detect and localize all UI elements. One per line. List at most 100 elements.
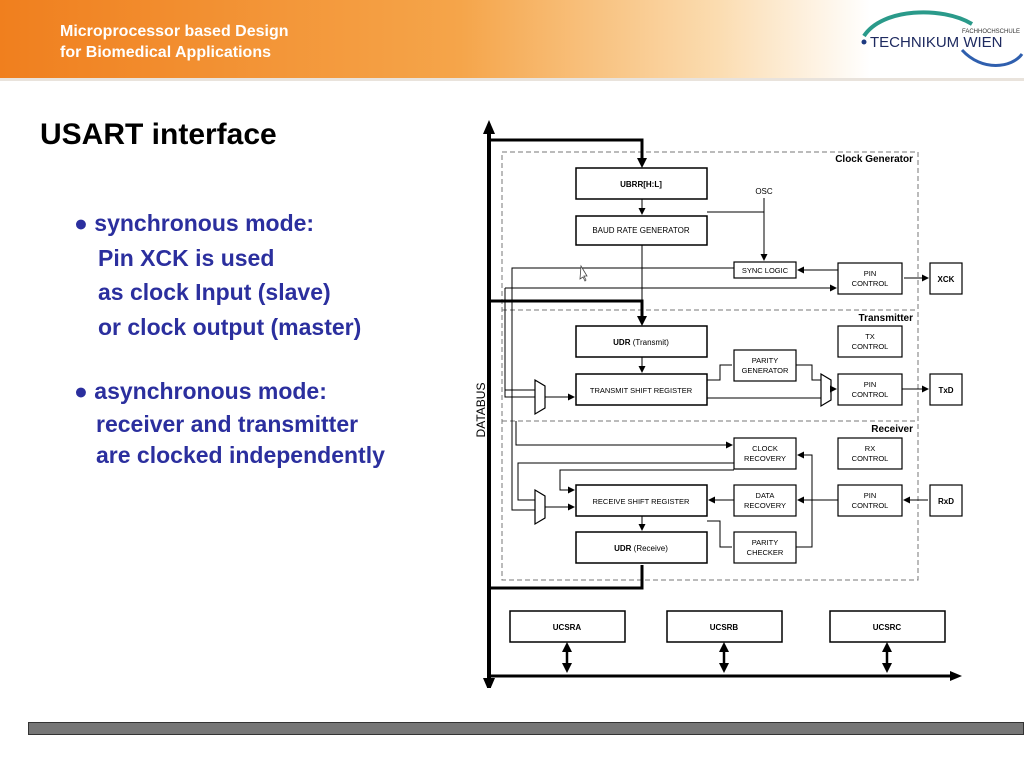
ucsra-block [509, 610, 626, 643]
clock-generator-label: Clock Generator [835, 154, 913, 165]
sync-logic-label: SYNC LOGIC [742, 266, 789, 275]
receive-shift-register-label: RECEIVE SHIFT REGISTER [593, 497, 691, 506]
rx-clock-mux [534, 488, 546, 526]
recovery-to-rx-mux-wire [517, 462, 734, 501]
udr-receive-bold: UDR [614, 544, 632, 553]
bullet-sync-line: Pin XCK is used [98, 244, 275, 271]
ucsra-label: UCSRA [553, 623, 582, 632]
pin-control-txd-block [837, 373, 903, 406]
pin-control-xck-label2: CONTROL [852, 279, 889, 288]
header-separator [0, 78, 1024, 81]
rxd-pin-label: RxD [938, 497, 954, 506]
pin-control-txd-label1: PIN [864, 380, 877, 389]
clock-recovery-label2: RECOVERY [744, 454, 786, 463]
clock-recovery-block [733, 437, 797, 470]
course-title-line2: for Biomedical Applications [60, 44, 271, 61]
bullet-async-line: are clocked independently [96, 441, 385, 468]
ucsrc-bus-arrows [882, 642, 892, 673]
clock-to-tx-mux-wire [504, 288, 522, 398]
parity-to-mux-wire [796, 364, 821, 381]
ucsrb-bus-arrows [719, 642, 729, 673]
bus-to-ubrr [489, 138, 644, 162]
pin-control-txd-label2: CONTROL [852, 390, 889, 399]
sync-logic-block [733, 261, 797, 279]
osc-label: OSC [755, 187, 773, 196]
rx-control-block [837, 437, 903, 470]
transmit-shift-register-block [575, 373, 708, 406]
clock-recovery-label1: CLOCK [752, 444, 778, 453]
header-banner [0, 0, 1024, 78]
course-title-line1: Microprocessor based Design [60, 23, 289, 40]
udr-transmit-label: UDR (Transmit) [613, 338, 669, 347]
ucsrb-label: UCSRB [710, 623, 739, 632]
logo-small-text: FACHHOCHSCHULE [962, 29, 1020, 35]
logo-name-text: TECHNIKUM WIEN [870, 34, 1003, 51]
bullet-sync-head: ● synchronous mode: [74, 210, 315, 236]
rx-control-label2: CONTROL [852, 454, 889, 463]
recovery-to-rsr-wire [559, 469, 734, 494]
pin-control-xck-label1: PIN [864, 269, 877, 278]
tx-control-label2: CONTROL [852, 342, 889, 351]
ucsrc-block [829, 610, 946, 643]
bullet-sync-line: as clock Input (slave) [98, 279, 331, 305]
tx-control-label1: TX [865, 332, 875, 341]
txd-pin-block [929, 373, 963, 406]
data-recovery-label1: DATA [756, 491, 775, 500]
parity-checker-loop-wire [796, 451, 813, 548]
technikum-wien-logo: FACHHOCHSCHULE TECHNIKUM WIEN [861, 10, 1024, 67]
receive-shift-register-block [575, 484, 708, 517]
parity-checker-label2: CHECKER [747, 548, 784, 557]
parity-checker-block [733, 531, 797, 564]
parity-generator-label1: PARITY [752, 356, 779, 365]
mouse-cursor-icon [579, 264, 588, 282]
udr-receive-rest: (Receive) [631, 544, 668, 553]
ucsrc-label: UCSRC [873, 623, 902, 632]
bullet-sync-line: or clock output (master) [98, 313, 362, 340]
baud-rate-generator-block [575, 215, 708, 246]
bullet-async-head: ● asynchronous mode: [74, 378, 327, 404]
tsr-to-parity-wire [707, 364, 732, 381]
udr-transmit-block [575, 325, 708, 358]
txd-pin-label: TxD [938, 386, 953, 395]
footer-bar [28, 722, 1024, 735]
transmitter-label: Transmitter [859, 313, 914, 324]
ubrr-label: UBRR[H:L] [620, 180, 662, 189]
logo-dot [861, 39, 867, 45]
tx-output-mux [820, 372, 832, 408]
databus-label: DATABUS [474, 383, 488, 438]
usart-block-diagram: DATABUS Clock Generator Transmitter Rece… [474, 120, 963, 688]
parity-checker-label1: PARITY [752, 538, 779, 547]
logo-arc-bottom [960, 48, 1024, 67]
xck-pin-label: XCK [938, 275, 955, 284]
sync-clock-wire [511, 267, 734, 511]
rsr-to-parity-checker-wire [707, 520, 732, 548]
pin-control-rxd-label2: CONTROL [852, 501, 889, 510]
udr-receive-label: UDR (Receive) [614, 544, 668, 553]
clock-to-recovery-wire [515, 421, 733, 449]
pin-control-rxd-block [837, 484, 903, 517]
udr-transmit-bold: UDR [613, 338, 631, 347]
receiver-label: Receiver [871, 424, 913, 435]
control-bus-arrow [950, 671, 962, 681]
pin-control-xck-block [837, 262, 903, 295]
databus-arrow-bottom [483, 678, 495, 688]
ucsra-bus-arrows [562, 642, 572, 673]
transmit-shift-register-label: TRANSMIT SHIFT REGISTER [590, 386, 693, 395]
course-title: Microprocessor based Design for Biomedic… [60, 21, 289, 63]
udr-transmit-rest: (Transmit) [630, 338, 669, 347]
data-recovery-block [733, 484, 797, 517]
udr-rx-to-bus [489, 565, 644, 590]
logo-arc-top [862, 10, 974, 38]
clock-generator-section [501, 151, 919, 581]
bullet-async-line: receiver and transmitter [96, 410, 359, 437]
tx-control-block [837, 325, 903, 358]
pin-control-rxd-label1: PIN [864, 491, 877, 500]
bullet-list: ● synchronous mode: Pin XCK is used as c… [74, 206, 385, 471]
data-recovery-label2: RECOVERY [744, 501, 786, 510]
ucsrb-block [666, 610, 783, 643]
rx-control-label1: RX [865, 444, 875, 453]
databus-arrow-top [483, 120, 495, 134]
slide-title: USART interface [40, 118, 277, 151]
rxd-pin-block [929, 484, 963, 517]
parity-generator-label2: GENERATOR [742, 366, 789, 375]
